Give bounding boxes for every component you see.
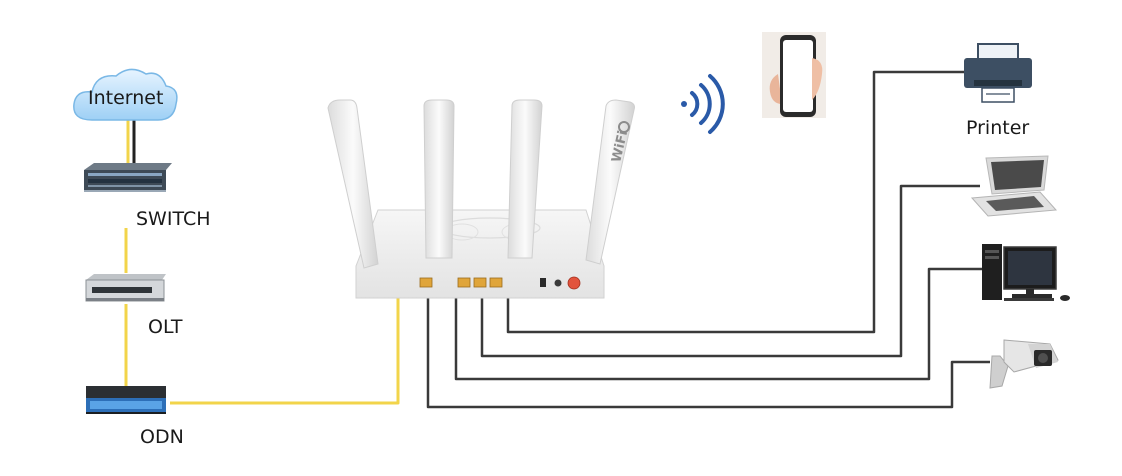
printer-label: Printer <box>966 117 1030 139</box>
power-button <box>567 276 581 290</box>
desktop-icon <box>982 244 1070 301</box>
antenna-2 <box>423 99 455 259</box>
odn-icon <box>86 386 166 414</box>
usb-port <box>540 278 546 287</box>
wifi-brand-label: WiFi <box>609 129 631 164</box>
dc-jack <box>554 279 562 287</box>
ethernet-cable-laptop <box>480 184 980 358</box>
odn-label: ODN <box>140 426 184 448</box>
cables <box>124 70 990 409</box>
ethernet-cable-printer <box>506 70 964 334</box>
cloud-icon <box>73 68 178 121</box>
wifi-logo-dot <box>618 121 630 133</box>
camera-icon <box>989 339 1059 389</box>
antenna-1 <box>327 99 379 269</box>
wifi-signal-icon <box>681 74 725 134</box>
lan-port-3 <box>489 277 503 288</box>
ethernet-cable-camera <box>426 298 990 409</box>
antenna-3 <box>507 99 543 259</box>
smartphone-icon <box>762 32 826 118</box>
internet-label: Internet <box>88 87 164 109</box>
laptop-icon <box>970 155 1058 217</box>
ethernet-cable-desktop <box>454 267 982 381</box>
fiber-cable-odn-router <box>170 298 400 405</box>
router-icon <box>327 99 635 299</box>
olt-icon <box>85 274 166 302</box>
lan-port-1 <box>457 277 471 288</box>
lan-port-2 <box>473 277 487 288</box>
switch-label: SWITCH <box>136 208 211 230</box>
switch-icon <box>84 163 172 192</box>
olt-label: OLT <box>148 316 183 338</box>
pon-port <box>419 277 433 288</box>
printer-icon <box>964 43 1032 103</box>
antenna-4 <box>585 99 635 265</box>
